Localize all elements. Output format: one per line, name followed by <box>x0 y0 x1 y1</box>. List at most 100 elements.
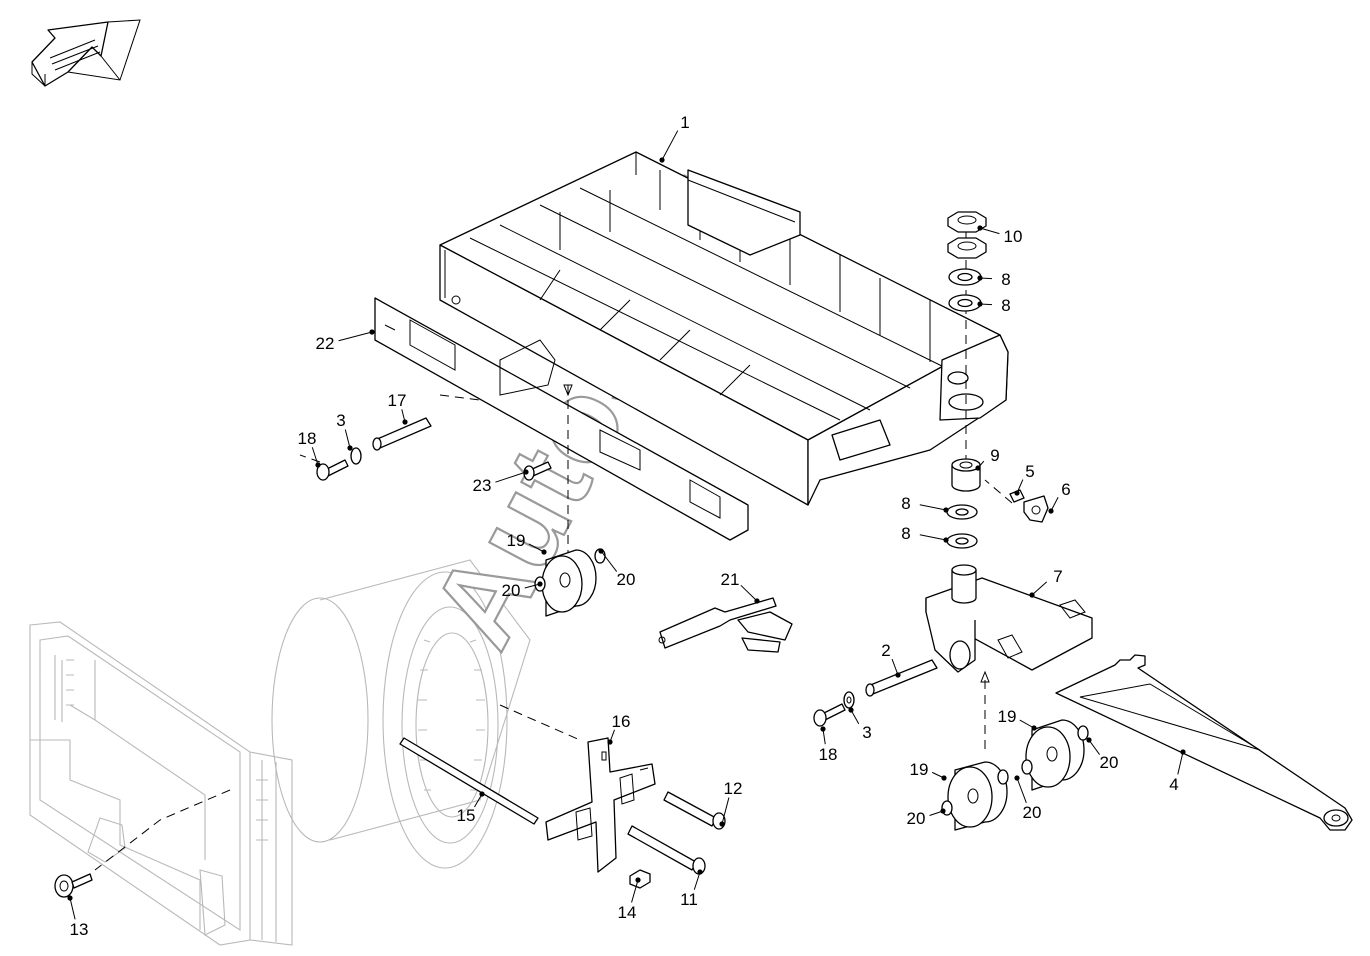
leader-dot <box>1180 749 1186 755</box>
leader-dot <box>1031 725 1037 731</box>
callout-19: 19 <box>910 760 947 781</box>
leader-dot <box>1029 592 1035 598</box>
leader-line <box>1177 751 1184 775</box>
callout-number: 13 <box>70 920 89 939</box>
callout-number: 12 <box>724 779 743 798</box>
callout-number: 14 <box>618 903 637 922</box>
bolt-part-18-right <box>813 703 846 727</box>
lock-nuts-part-10 <box>947 211 987 259</box>
callout-19: 19 <box>998 707 1037 731</box>
leader-dot <box>1086 737 1092 743</box>
callout-number: 20 <box>502 581 521 600</box>
callout-number: 18 <box>298 429 317 448</box>
direction-arrow-icon <box>31 19 141 87</box>
callout-4: 4 <box>1169 749 1186 794</box>
leader-line <box>693 871 701 890</box>
leader-line <box>1016 777 1027 804</box>
callout-6: 6 <box>1048 480 1071 514</box>
callout-number: 16 <box>612 712 631 731</box>
leader-line <box>661 130 679 161</box>
leader-dot <box>523 469 529 475</box>
callout-8: 8 <box>977 296 1011 315</box>
callout-22: 22 <box>316 329 375 353</box>
roller-part-19-upper <box>1025 719 1085 791</box>
callout-3: 3 <box>848 707 872 742</box>
callout-20: 20 <box>907 808 946 828</box>
ghost-chassis-frame <box>29 621 293 946</box>
bolt-part-12 <box>663 791 726 830</box>
pin-part-17 <box>372 417 432 451</box>
bolt-part-11 <box>627 825 706 875</box>
callout-number: 3 <box>336 411 345 430</box>
washer-part-8-lower <box>946 504 978 549</box>
roller-part-19-lower <box>947 761 1008 831</box>
washer-part-8-upper <box>948 268 982 312</box>
bolt-part-18-left <box>316 459 349 481</box>
callout-12: 12 <box>719 779 742 827</box>
leader-dot <box>67 895 73 901</box>
callout-number: 23 <box>473 476 492 495</box>
leader-dot <box>347 445 353 451</box>
leader-dot <box>541 549 547 555</box>
callout-number: 9 <box>990 446 999 465</box>
leader-line <box>528 543 545 553</box>
callout-7: 7 <box>1029 567 1063 598</box>
callout-number: 8 <box>1001 270 1010 289</box>
washer-part-3-left <box>350 447 362 465</box>
callout-number: 22 <box>316 334 335 353</box>
callout-number: 17 <box>388 391 407 410</box>
callout-number: 10 <box>1004 227 1023 246</box>
main-frame-part-1 <box>439 151 1009 506</box>
leader-line <box>740 584 758 602</box>
callout-number: 20 <box>1100 753 1119 772</box>
leader-line <box>600 550 618 572</box>
callout-8: 8 <box>901 524 949 543</box>
leader-line <box>1088 739 1100 755</box>
leader-line <box>1031 581 1048 596</box>
cross-plate-part-16 <box>545 737 656 873</box>
ghost-drum <box>271 559 531 869</box>
leader-dot <box>1014 775 1020 781</box>
callout-number: 8 <box>901 524 910 543</box>
callout-8: 8 <box>977 270 1011 289</box>
leader-dot <box>479 791 485 797</box>
callout-number: 4 <box>1169 775 1178 794</box>
callout-number: 7 <box>1053 567 1062 586</box>
leader-dot <box>975 465 981 471</box>
lever-part-21 <box>658 597 793 653</box>
callout-13: 13 <box>67 895 88 939</box>
leader-dot <box>1014 490 1020 496</box>
callout-number: 8 <box>1001 296 1010 315</box>
leader-dot <box>719 821 725 827</box>
leader-dot <box>607 739 613 745</box>
callout-11: 11 <box>680 869 703 909</box>
leader-dot <box>315 462 321 468</box>
leader-dot <box>369 329 375 335</box>
leader-dot <box>402 419 408 425</box>
leader-line <box>495 471 527 483</box>
arrow-tip-mark <box>980 670 990 683</box>
arm-part-4 <box>1055 654 1353 831</box>
callout-2: 2 <box>881 641 901 678</box>
callout-23: 23 <box>473 469 529 495</box>
callout-number: 18 <box>819 745 838 764</box>
callout-15: 15 <box>457 791 485 825</box>
callout-number: 20 <box>1023 803 1042 822</box>
leader-dot <box>977 301 983 307</box>
callout-20: 20 <box>598 548 635 589</box>
callout-number: 19 <box>507 531 526 550</box>
leader-dot <box>943 537 949 543</box>
callout-number: 8 <box>901 494 910 513</box>
leader-dot <box>848 707 854 713</box>
callout-number: 20 <box>907 809 926 828</box>
leader-line <box>631 879 639 903</box>
eye-bolt-part-13 <box>54 873 93 898</box>
leader-dot <box>943 507 949 513</box>
leader-dot <box>977 275 983 281</box>
pivot-bracket-part-7 <box>925 564 1093 673</box>
leader-dot <box>940 808 946 814</box>
leader-line <box>344 429 351 449</box>
leader-line <box>524 583 541 589</box>
callout-20: 20 <box>1014 775 1041 822</box>
